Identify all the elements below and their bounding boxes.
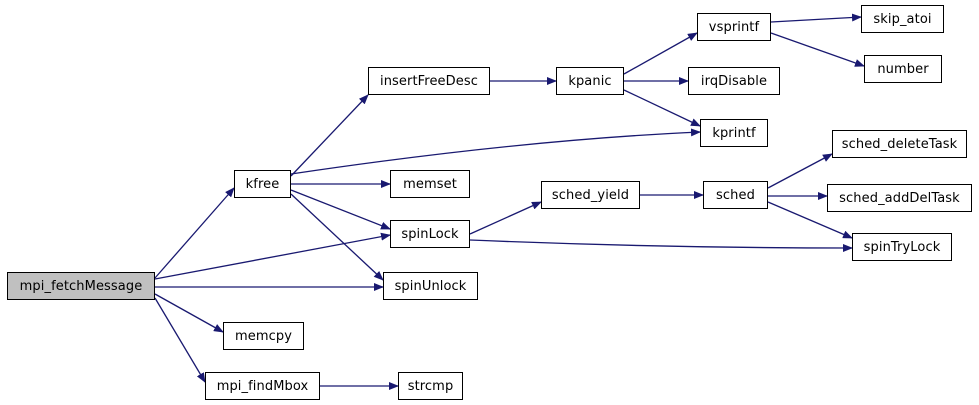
graph-node-label: spinTryLock — [863, 239, 941, 255]
graph-node-label: kprintf — [712, 125, 756, 141]
edge-vsprintf-to-skip_atoi — [770, 13, 862, 23]
graph-node-label: kpanic — [568, 73, 612, 89]
graph-node-label: sched_addDelTask — [839, 190, 960, 206]
edge-spinLock-to-sched_yield — [469, 201, 542, 235]
graph-node-label: memset — [403, 176, 457, 192]
graph-node-label: irqDisable — [700, 73, 768, 89]
graph-node-label: number — [877, 61, 929, 77]
graph-node-label: mpi_fetchMessage — [19, 278, 143, 294]
graph-node-spinUnlock[interactable]: spinUnlock — [383, 272, 478, 300]
graph-node-mpi_fetchMessage[interactable]: mpi_fetchMessage — [7, 272, 155, 300]
graph-node-sched_yield[interactable]: sched_yield — [541, 181, 640, 209]
graph-node-mpi_findMbox[interactable]: mpi_findMbox — [205, 372, 320, 400]
edge-kfree-to-kprintf — [290, 128, 701, 175]
graph-node-label: sched_yield — [551, 187, 630, 203]
edge-sched-to-sched_deleteTask — [767, 153, 833, 189]
graph-node-memcpy[interactable]: memcpy — [223, 322, 304, 350]
graph-node-insertFreeDesc[interactable]: insertFreeDesc — [368, 67, 490, 95]
edge-kfree-to-spinLock — [290, 189, 391, 230]
graph-node-kfree[interactable]: kfree — [234, 170, 291, 198]
graph-node-spinLock[interactable]: spinLock — [390, 220, 470, 248]
graph-node-irqDisable[interactable]: irqDisable — [688, 67, 780, 95]
graph-node-number[interactable]: number — [864, 55, 942, 83]
graph-node-skip_atoi[interactable]: skip_atoi — [861, 5, 944, 33]
edge-mpi_fetchMessage-to-spinLock — [154, 232, 391, 280]
graph-node-label: spinUnlock — [394, 278, 467, 294]
edge-kpanic-to-kprintf — [623, 89, 701, 127]
graph-node-sched[interactable]: sched — [703, 181, 768, 209]
graph-node-label: insertFreeDesc — [380, 73, 478, 89]
edge-spinLock-to-spinTryLock — [469, 239, 853, 252]
graph-node-vsprintf[interactable]: vsprintf — [697, 13, 771, 41]
graph-node-label: strcmp — [407, 378, 454, 394]
graph-node-spinTryLock[interactable]: spinTryLock — [852, 233, 952, 261]
edge-mpi_fetchMessage-to-kfree — [154, 187, 235, 279]
graph-node-label: sched_deleteTask — [841, 136, 958, 152]
graph-node-label: spinLock — [401, 226, 459, 242]
graph-node-label: memcpy — [234, 328, 293, 344]
edge-vsprintf-to-number — [770, 32, 865, 67]
graph-node-sched_deleteTask[interactable]: sched_deleteTask — [832, 130, 967, 158]
graph-node-strcmp[interactable]: strcmp — [398, 372, 463, 400]
edge-kfree-to-spinUnlock — [290, 193, 384, 281]
graph-node-label: vsprintf — [708, 19, 760, 35]
graph-node-label: mpi_findMbox — [216, 378, 309, 394]
graph-node-label: kfree — [245, 176, 280, 192]
edge-mpi_fetchMessage-to-mpi_findMbox — [154, 297, 206, 383]
graph-node-kprintf[interactable]: kprintf — [700, 119, 768, 147]
graph-node-label: sched — [716, 187, 755, 203]
graph-node-kpanic[interactable]: kpanic — [556, 67, 624, 95]
graph-node-label: skip_atoi — [873, 11, 932, 27]
edge-mpi_fetchMessage-to-memcpy — [154, 293, 224, 333]
edge-kfree-to-insertFreeDesc — [290, 94, 369, 177]
graph-node-sched_addDelTask[interactable]: sched_addDelTask — [827, 184, 972, 212]
edge-kpanic-to-vsprintf — [623, 32, 698, 75]
graph-node-memset[interactable]: memset — [390, 170, 470, 198]
